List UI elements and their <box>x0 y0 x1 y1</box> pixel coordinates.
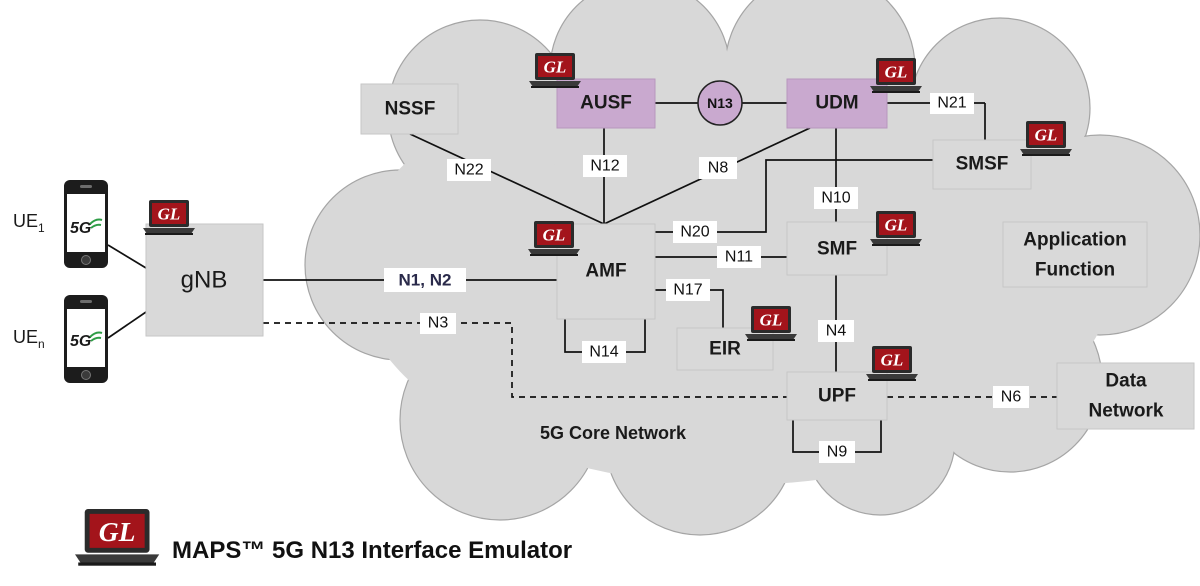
gnb-node: gNB <box>145 223 264 337</box>
af-label-line1: Application <box>1023 230 1126 251</box>
gl-laptop-icon: GL <box>528 221 580 256</box>
footer-gl-text: GL <box>99 516 136 547</box>
gl-icon-text: GL <box>544 58 567 77</box>
amf-label: AMF <box>585 261 626 282</box>
gl-laptop-icon: GL <box>529 53 581 88</box>
udm-node: UDM <box>786 78 888 129</box>
eir-label: EIR <box>709 339 741 360</box>
n9-label: N9 <box>827 444 848 461</box>
gl-laptop-icon: GL <box>866 346 918 381</box>
smf-label: SMF <box>817 239 857 260</box>
footer-gl-laptop-icon: GL <box>75 509 160 566</box>
n14-label: N14 <box>589 344 618 361</box>
n8-label: N8 <box>708 160 729 177</box>
gl-icon-text: GL <box>1035 126 1058 145</box>
application-function-node: Application Function <box>1002 221 1148 288</box>
n3-label: N3 <box>428 315 449 332</box>
n10-label: N10 <box>821 190 850 207</box>
gl-laptop-icon: GL <box>1020 121 1072 156</box>
smsf-label: SMSF <box>956 154 1009 175</box>
ue-top-5g-badge: 5G <box>70 220 91 237</box>
n21-label: N21 <box>937 95 966 112</box>
gl-icon-text: GL <box>158 205 181 224</box>
dn-label-line2: Network <box>1089 401 1164 422</box>
n1-n2-label: N1, N2 <box>399 271 452 290</box>
upf-label: UPF <box>818 386 856 407</box>
dn-label-line1: Data <box>1105 371 1147 392</box>
nssf-node: NSSF <box>360 83 459 135</box>
n17-label: N17 <box>673 282 702 299</box>
n13-label: N13 <box>707 95 733 111</box>
gl-laptop-icon: GL <box>870 211 922 246</box>
ue-top-base: UE <box>13 211 38 231</box>
ue-bottom-base: UE <box>13 327 38 347</box>
interface-labels: N13 N1, N2 N3 N22 N12 N8 N21 N10 N20 N11… <box>384 80 1029 463</box>
gl-icon-text: GL <box>881 351 904 370</box>
n12-label: N12 <box>590 158 619 175</box>
n20-label: N20 <box>680 224 709 241</box>
gl-icon-text: GL <box>885 216 908 235</box>
ue-top-label: UE1 <box>13 211 45 235</box>
ausf-label: AUSF <box>580 93 632 114</box>
ue-phone-top: 5G <box>63 179 109 269</box>
core-network-label: 5G Core Network <box>540 423 687 443</box>
n22-label: N22 <box>454 162 483 179</box>
gl-laptop-icon: GL <box>143 200 195 235</box>
footer-title: MAPS™ 5G N13 Interface Emulator <box>172 537 572 564</box>
af-label-line2: Function <box>1035 260 1115 281</box>
n13-interface-circle <box>697 80 743 126</box>
gl-laptop-icon: GL <box>745 306 797 341</box>
ue-bottom-5g-badge: 5G <box>70 333 91 350</box>
gl-laptop-icon: GL <box>870 58 922 93</box>
n4-label: N4 <box>826 323 847 340</box>
smsf-node: SMSF <box>932 139 1032 190</box>
gl-icon-text: GL <box>885 63 908 82</box>
data-network-node: Data Network <box>1056 362 1195 430</box>
smf-node: SMF <box>786 221 888 276</box>
nodes: gNB NSSF AUSF UDM SMSF AMF SMF EIR <box>145 78 1195 430</box>
nssf-label: NSSF <box>385 99 436 120</box>
ue-phone-bottom: 5G <box>63 294 109 384</box>
udm-label: UDM <box>815 93 858 114</box>
ue-top-subscript: 1 <box>38 221 45 235</box>
ue-bottom-label: UEn <box>13 327 45 351</box>
n6-label: N6 <box>1001 389 1022 406</box>
gl-icon-text: GL <box>760 311 783 330</box>
gl-icon-text: GL <box>543 226 566 245</box>
gnb-label: gNB <box>181 267 228 294</box>
ue-bottom-subscript: n <box>38 337 45 351</box>
n11-label: N11 <box>725 249 753 266</box>
